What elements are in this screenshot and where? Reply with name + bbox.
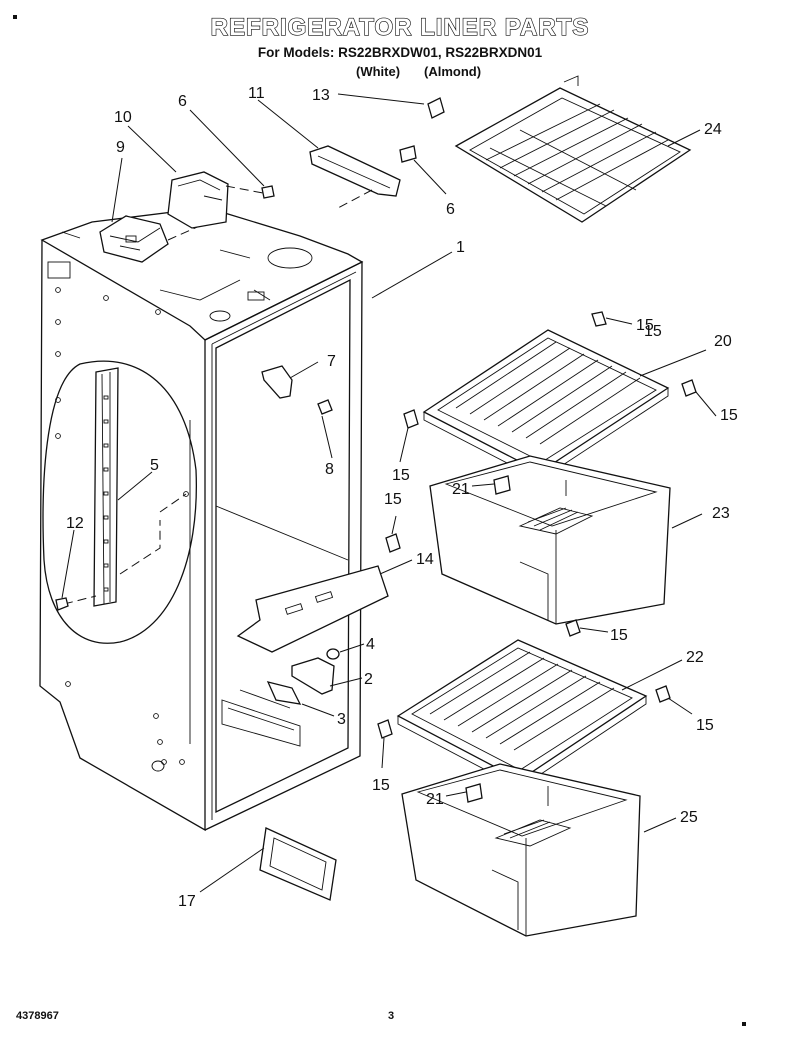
screw-6-left xyxy=(261,185,275,199)
shelf-24 xyxy=(454,75,692,223)
callout: 1 xyxy=(456,239,465,256)
callout: 17 xyxy=(178,893,196,910)
callout: 15 xyxy=(384,491,402,508)
callout: 11 xyxy=(248,85,265,102)
callout: 14 xyxy=(416,551,434,568)
page-title: REFRIGERATOR LINER PARTS xyxy=(210,13,590,41)
callout: 15 xyxy=(720,407,738,424)
page-number: 3 xyxy=(388,1010,395,1022)
variant-white: (White) xyxy=(356,64,401,79)
callout: 15 xyxy=(372,777,390,794)
liner-cabinet xyxy=(39,207,364,832)
callout-labels: 1 2 3 4 5 6 6 7 8 9 10 11 12 13 14 15 15… xyxy=(66,85,738,910)
callout: 24 xyxy=(704,121,722,138)
corner-mark xyxy=(13,15,17,19)
callout: 5 xyxy=(150,457,159,474)
crisper-cover-frame xyxy=(236,565,389,653)
callout: 15 xyxy=(392,467,410,484)
callout: 15 xyxy=(636,317,654,334)
shelf-supports-15 xyxy=(377,311,697,739)
bracket-7 xyxy=(261,365,293,399)
callout: 2 xyxy=(364,671,373,688)
control-housing xyxy=(99,215,223,263)
callout: 12 xyxy=(66,515,84,532)
callout: 21 xyxy=(452,481,470,498)
callout: 21 xyxy=(426,791,444,808)
callout: 23 xyxy=(712,505,730,522)
part-2 xyxy=(291,657,335,695)
models-line: For Models: RS22BRXDW01, RS22BRXDN01 xyxy=(257,45,543,60)
callout: 15 xyxy=(644,323,662,340)
crisper-cover-22 xyxy=(396,639,648,789)
callout: 15 xyxy=(610,627,628,644)
corner-mark xyxy=(742,1022,746,1026)
callout: 10 xyxy=(114,109,132,126)
crisper-cover-20 xyxy=(422,329,670,481)
callout: 15 xyxy=(696,717,714,734)
callout: 8 xyxy=(325,461,334,478)
callout: 6 xyxy=(446,201,455,218)
part-3 xyxy=(266,681,302,705)
callout: 7 xyxy=(327,353,336,370)
callout: 3 xyxy=(337,711,346,728)
callout: 22 xyxy=(686,649,704,666)
variant-almond: (Almond) xyxy=(424,64,482,79)
callout: 4 xyxy=(366,636,375,653)
callout: 25 xyxy=(680,809,698,826)
control-cover xyxy=(167,171,269,229)
part-13-clip xyxy=(427,97,445,119)
light-shield-bracket xyxy=(309,145,401,209)
screw-8 xyxy=(317,399,333,415)
screw-6-right xyxy=(399,145,417,163)
crisper-drawer-25 xyxy=(401,763,641,937)
part-4 xyxy=(326,648,340,660)
document-number: 4378967 xyxy=(16,1010,59,1022)
panel-17 xyxy=(259,827,337,901)
crisper-drawer-23 xyxy=(429,455,671,625)
callout: 6 xyxy=(178,93,187,110)
drawer-slides-21 xyxy=(465,475,511,803)
callout: 20 xyxy=(714,333,732,350)
leader-lines xyxy=(61,93,717,893)
callout: 9 xyxy=(116,139,125,156)
callout: 13 xyxy=(312,87,330,104)
